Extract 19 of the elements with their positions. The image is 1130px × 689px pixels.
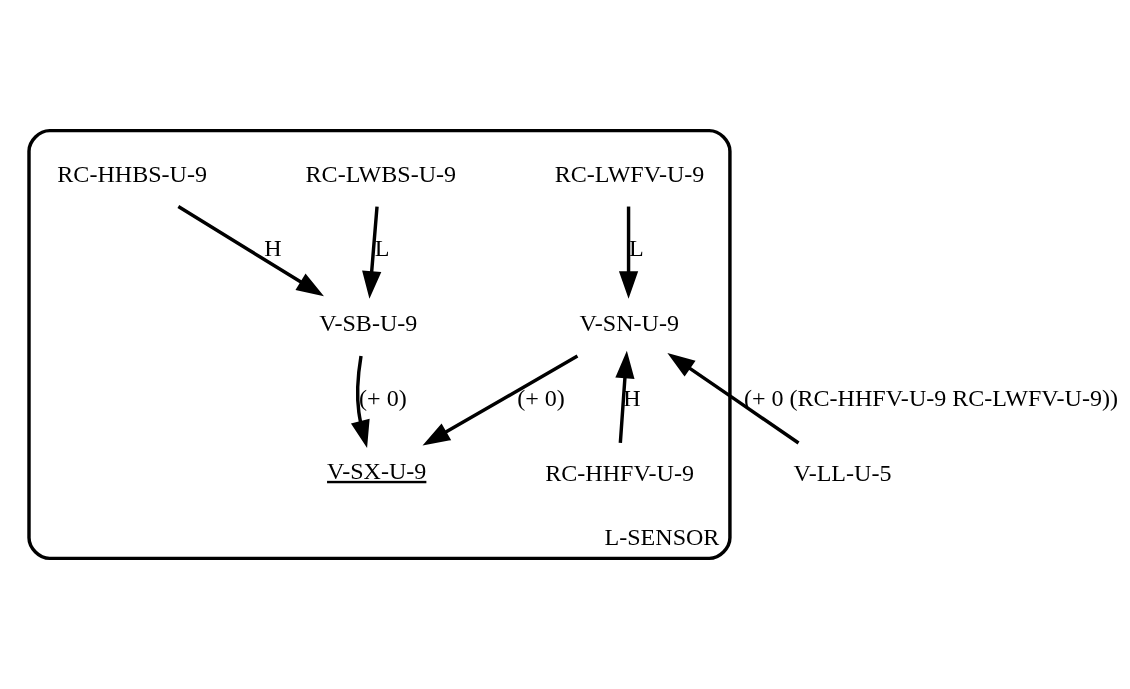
node-text: V-SX-U-9 (327, 457, 427, 484)
arrow (618, 206, 639, 299)
node-text: RC-LWBS-U-9 (305, 160, 457, 187)
node-text: RC-LWFV-U-9 (554, 160, 705, 187)
edge-label: (+ 0) (359, 384, 407, 411)
node-text: RC-HHFV-U-9 (545, 459, 695, 486)
arrow (667, 353, 800, 445)
node-text: RC-HHBS-U-9 (57, 160, 207, 187)
edge-label: L (374, 235, 390, 262)
arrow (177, 205, 324, 297)
node-text: V-SB-U-9 (319, 310, 418, 337)
node-text: V-LL-U-5 (793, 459, 892, 486)
edge-label: (+ 0) (517, 384, 565, 411)
arrow (350, 355, 370, 448)
edge-label: L (628, 235, 644, 262)
node-text: V-SN-U-9 (579, 310, 679, 337)
edge-label: H (264, 235, 282, 262)
arrow (422, 354, 579, 446)
arrow (362, 206, 382, 299)
